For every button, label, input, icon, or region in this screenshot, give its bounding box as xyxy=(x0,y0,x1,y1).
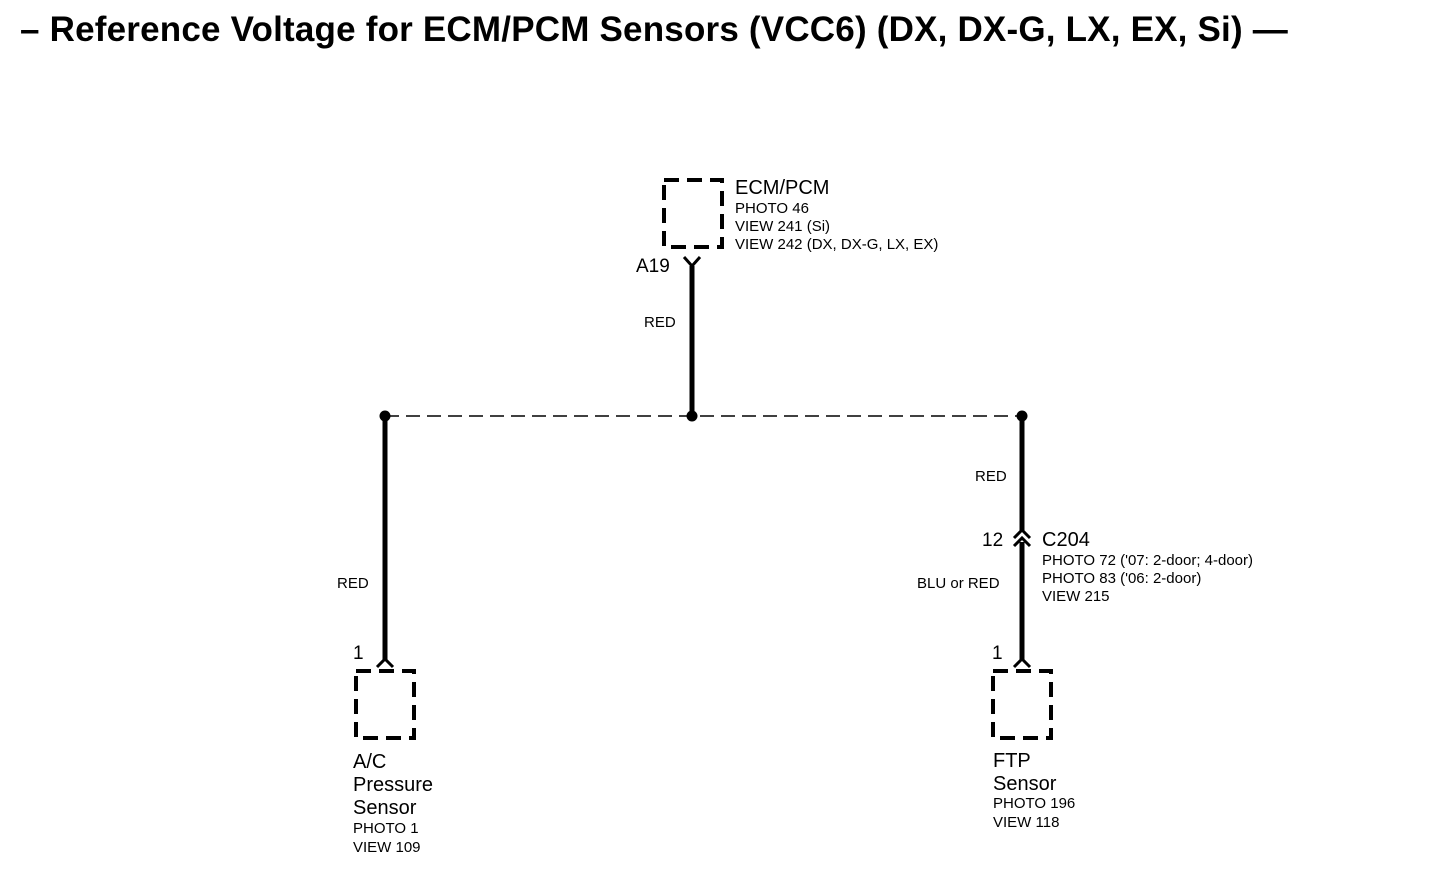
ecm-ref-view-other: VIEW 242 (DX, DX-G, LX, EX) xyxy=(735,236,939,253)
ecm-ref-photo: PHOTO 46 xyxy=(735,200,809,217)
ac-pressure-sensor-box[interactable] xyxy=(354,669,416,740)
ecm-terminal-a19 xyxy=(682,256,702,269)
c204-ref-photo-83: PHOTO 83 ('06: 2-door) xyxy=(1042,570,1202,587)
c204-connector-upper xyxy=(1012,527,1032,540)
wire-label-ftp-upper: RED xyxy=(975,468,1007,485)
c204-pin-label: 12 xyxy=(982,530,1004,551)
ac-sensor-name-line1: A/C xyxy=(353,751,387,773)
wire-label-ftp-lower: BLU or RED xyxy=(917,575,1000,592)
splice-dot-center xyxy=(686,410,698,422)
ac-sensor-terminal xyxy=(375,656,395,669)
ftp-sensor-name-line1: FTP xyxy=(993,750,1031,772)
ecm-name: ECM/PCM xyxy=(735,177,830,199)
ac-sensor-name-line2: Pressure xyxy=(353,774,434,796)
ecm-pcm-box[interactable] xyxy=(662,178,724,249)
ecm-ref-view-si: VIEW 241 (Si) xyxy=(735,218,831,235)
ftp-sensor-ref-photo: PHOTO 196 xyxy=(993,795,1076,812)
c204-name: C204 xyxy=(1042,529,1090,551)
c204-connector-lower xyxy=(1012,535,1032,548)
ac-sensor-pin-label: 1 xyxy=(353,643,364,664)
wire-label-ecm: RED xyxy=(644,314,676,331)
wire-label-ac: RED xyxy=(337,575,369,592)
ftp-sensor-box[interactable] xyxy=(991,669,1053,740)
ecm-pin-label: A19 xyxy=(636,256,670,277)
diagram-title: – Reference Voltage for ECM/PCM Sensors … xyxy=(20,10,1288,49)
ftp-sensor-pin-label: 1 xyxy=(992,643,1003,664)
ac-sensor-name-line3: Sensor xyxy=(353,797,417,819)
ac-sensor-ref-photo: PHOTO 1 xyxy=(353,820,419,837)
c204-ref-view: VIEW 215 xyxy=(1042,588,1110,605)
ftp-sensor-ref-view: VIEW 118 xyxy=(993,814,1060,831)
ftp-sensor-name-line2: Sensor xyxy=(993,773,1057,795)
ac-sensor-ref-view: VIEW 109 xyxy=(353,839,421,856)
ftp-sensor-terminal xyxy=(1012,656,1032,669)
c204-ref-photo-72: PHOTO 72 ('07: 2-door; 4-door) xyxy=(1042,552,1254,569)
